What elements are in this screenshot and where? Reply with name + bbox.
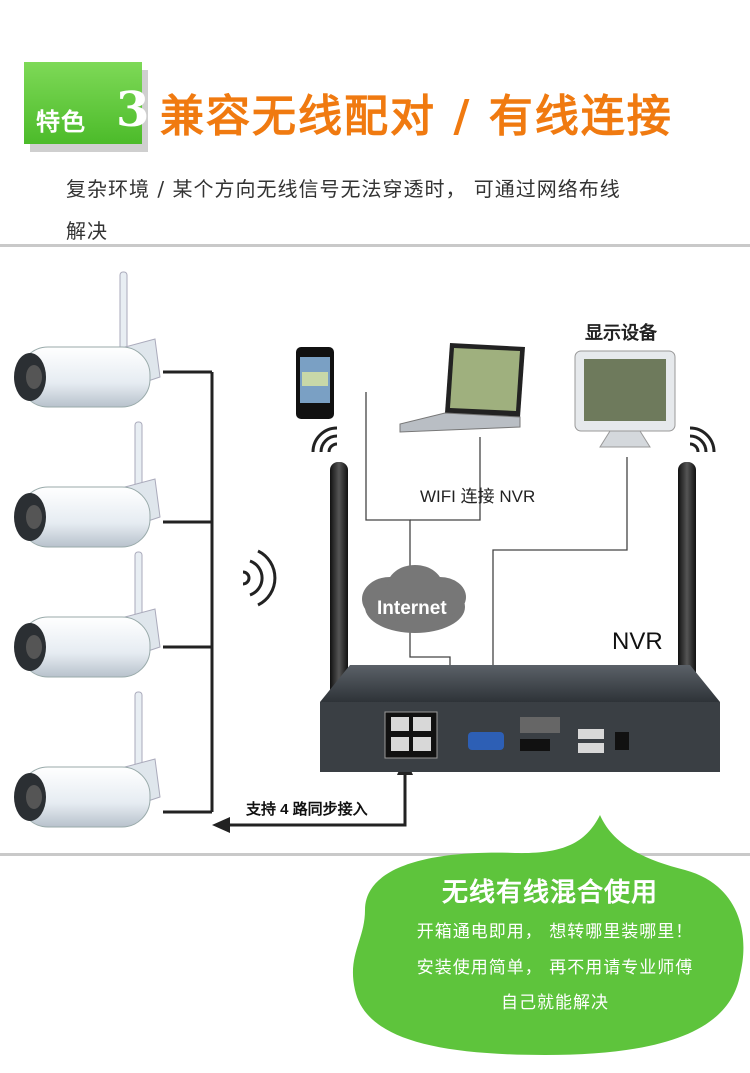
bubble-line-3: 自己就能解决 [501, 993, 609, 1013]
intro-line-2: 解决 [66, 219, 108, 243]
internet-label: Internet [377, 598, 447, 619]
camera-antenna [119, 271, 128, 358]
camera-2 [14, 421, 161, 548]
support-label: 支持 4 路同步接入 [245, 800, 368, 818]
laptop-image [399, 343, 525, 433]
camera-4 [14, 691, 161, 828]
camera-1 [14, 271, 161, 408]
page-title: 兼容无线配对 / 有线连接 [160, 91, 673, 142]
camera-3 [14, 551, 161, 678]
bubble-line-1: 开箱通电即用， 想转哪里装哪里！ [416, 922, 694, 942]
phone-image [296, 347, 334, 419]
wifi-nvr-label: WIFI 连接 NVR [420, 487, 535, 506]
badge-label: 特色 [36, 108, 86, 136]
network-diagram: 显示设备 WIFI 连接 NVR [14, 271, 720, 833]
nvr-label: NVR [612, 628, 663, 655]
badge-box [24, 62, 142, 144]
intro-text: 复杂环境 / 某个方向无线信号无法穿透时， 可通过网络布线 解决 [66, 168, 726, 252]
nvr-antenna-left [330, 462, 348, 742]
wifi-icon-left [311, 426, 338, 453]
internet-cloud [362, 565, 466, 633]
display-monitor [574, 350, 676, 448]
badge-number: 3 [116, 82, 150, 138]
promo-bubble [352, 815, 744, 1055]
network-lines [365, 392, 628, 747]
camera-bus-lines [163, 370, 214, 814]
wifi-icon [242, 549, 277, 607]
nvr-device [320, 665, 720, 772]
wifi-icon-right [689, 426, 716, 453]
diagram-panel: 显示设备 WIFI 连接 NVR [0, 244, 750, 856]
intro-line-1: 复杂环境 / 某个方向无线信号无法穿透时， 可通过网络布线 [66, 177, 621, 201]
bubble-title: 无线有线混合使用 [441, 878, 658, 908]
bubble-line-2: 安装使用简单， 再不用请专业师傅 [416, 958, 694, 978]
feature-badge: 特色 3 [24, 62, 150, 152]
display-label: 显示设备 [585, 322, 658, 343]
